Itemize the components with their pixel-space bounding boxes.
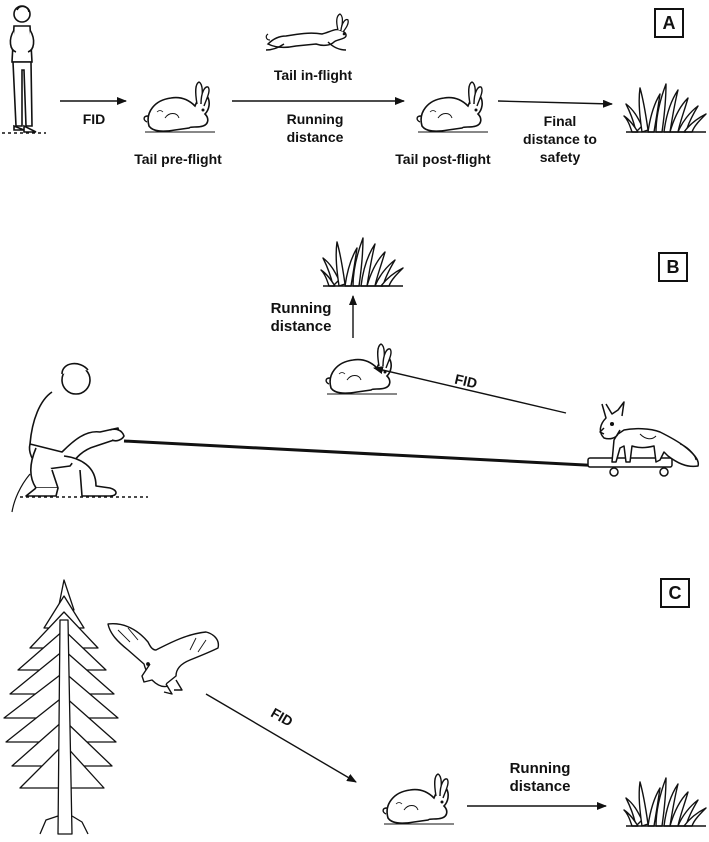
panel-b-letter: B	[658, 252, 688, 282]
crouching-person-icon	[25, 362, 125, 497]
hare-icon	[325, 343, 398, 395]
grass-tuft-icon	[320, 237, 404, 287]
final-distance-label: Final distance to safety	[510, 112, 610, 166]
eagle-icon	[107, 623, 220, 695]
leaping-hare-icon	[265, 13, 349, 51]
running-distance-label-b: Running distance	[256, 300, 346, 336]
running-distance-label-c: Running distance	[490, 760, 590, 796]
fid-arrow-c	[205, 693, 357, 783]
final-distance-line1: Final	[543, 113, 577, 129]
standing-person-icon	[9, 5, 37, 133]
running-distance-line1: Running	[270, 300, 332, 317]
running-distance-line1: Running	[509, 760, 571, 777]
fid-arrow-b	[373, 366, 567, 414]
fid-label-a: FID	[82, 111, 106, 127]
running-distance-line2: distance	[286, 129, 344, 145]
grass-tuft-icon	[623, 83, 707, 133]
rope-line	[123, 439, 605, 468]
final-distance-line3: safety	[539, 149, 581, 165]
grass-tuft-icon	[623, 777, 707, 827]
panel-a-letter: A	[654, 8, 684, 38]
panel-c	[3, 579, 707, 835]
final-distance-line2: distance to	[523, 131, 597, 147]
tail-pre-flight-label: Tail pre-flight	[134, 151, 222, 167]
panel-b	[11, 237, 700, 513]
running-distance-label-a: Running distance	[272, 110, 358, 146]
hare-icon	[382, 773, 455, 825]
hare-icon	[416, 81, 489, 133]
running-distance-line2: distance	[270, 318, 332, 335]
panel-c-letter: C	[660, 578, 690, 608]
panel-a	[2, 5, 707, 134]
tail-post-flight-label: Tail post-flight	[395, 151, 491, 167]
final-arrow-a	[497, 99, 613, 108]
running-distance-line1: Running	[286, 111, 344, 127]
hare-icon	[143, 81, 216, 133]
tail-in-flight-label: Tail in-flight	[273, 67, 353, 83]
pine-tree-icon	[3, 579, 119, 835]
fox-on-cart-icon	[587, 401, 700, 477]
running-distance-line2: distance	[509, 778, 571, 795]
